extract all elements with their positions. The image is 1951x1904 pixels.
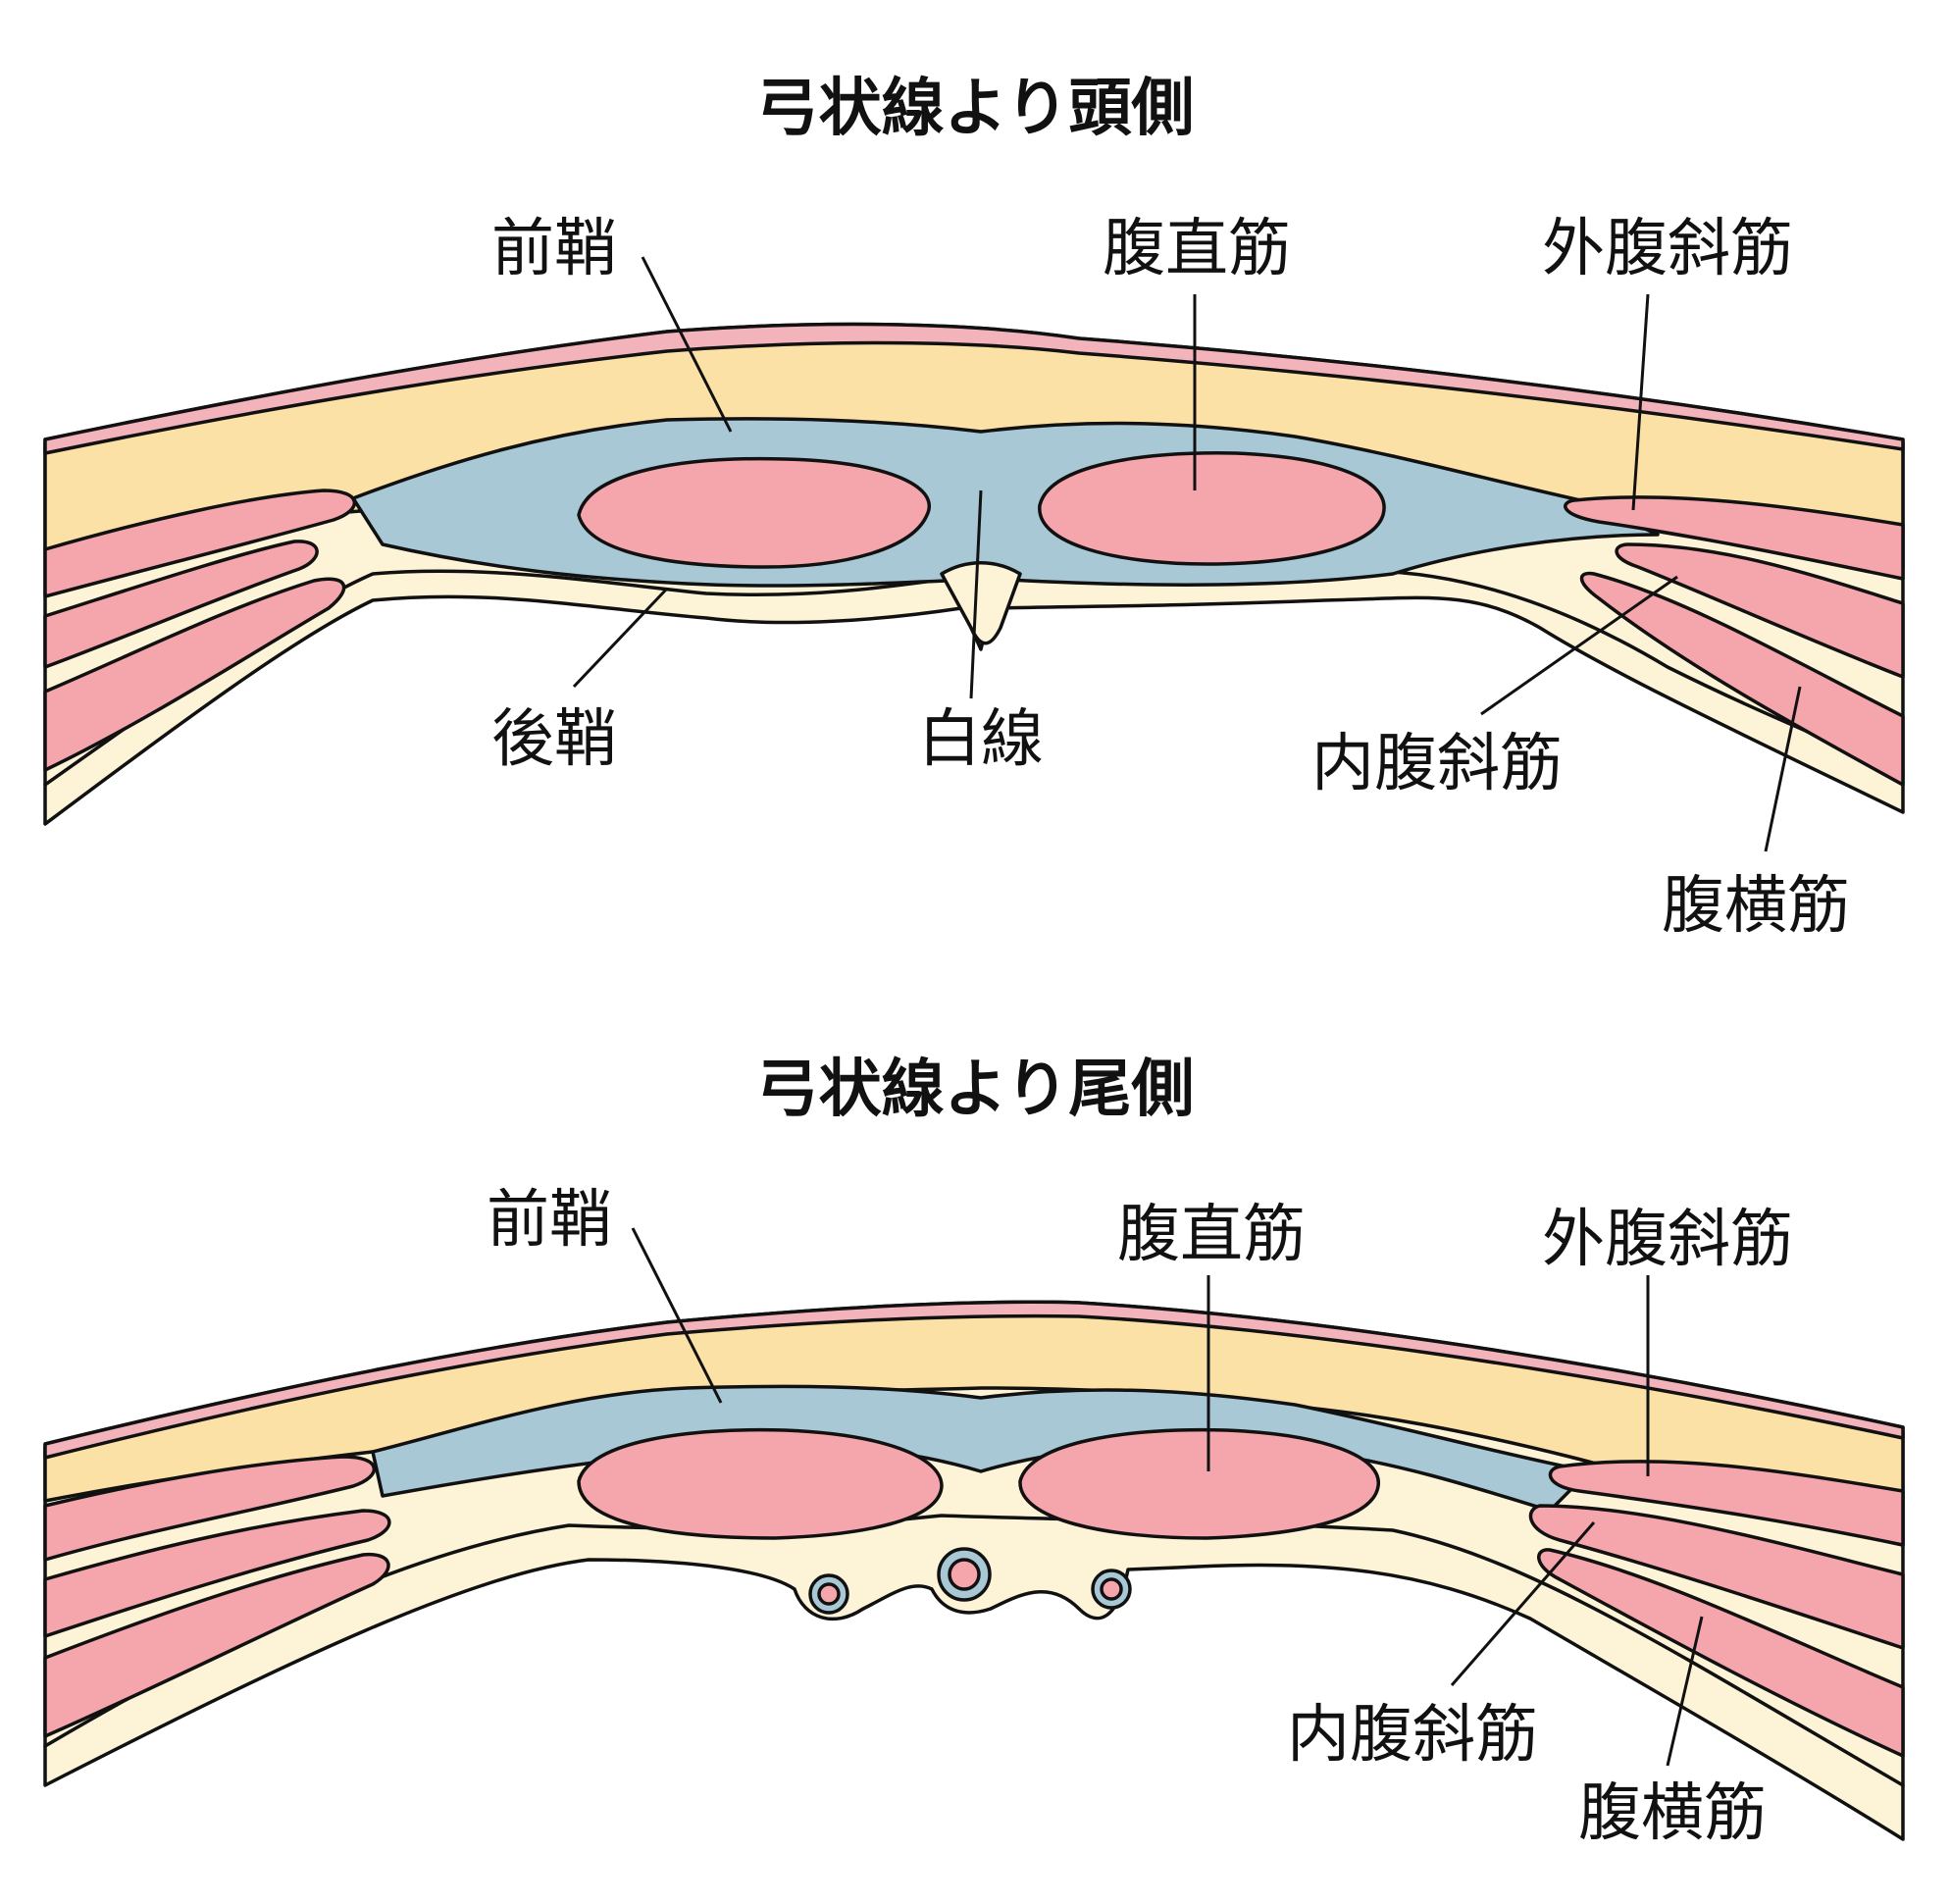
panel-title: 弓状線より頭側 <box>756 73 1195 145</box>
label-transversus-abdominis: 腹横筋 <box>1578 1777 1767 1850</box>
leader-internal-oblique <box>1450 1521 1596 1686</box>
label-external-oblique: 外腹斜筋 <box>1542 1204 1793 1276</box>
leader-lines-cranial <box>572 256 1802 852</box>
leader-external-oblique <box>1631 293 1650 511</box>
peritoneum-layer <box>43 1514 1905 1787</box>
internal-oblique-right <box>1528 1504 1905 1650</box>
transversus-abdominis-right <box>1579 571 1905 787</box>
external-oblique-left <box>43 489 356 598</box>
external-oblique-right <box>1548 1460 1905 1547</box>
label-rectus-abdominis: 腹直筋 <box>1103 213 1291 285</box>
vessel-left-lumen <box>817 1582 841 1606</box>
skin-layer <box>43 322 1905 455</box>
internal-oblique-right <box>1615 542 1905 679</box>
label-linea-alba: 白線 <box>918 703 1044 776</box>
label-external-oblique: 外腹斜筋 <box>1542 213 1793 285</box>
vessel-right-lumen <box>1100 1577 1123 1601</box>
transversus-abdominis-left <box>43 1552 390 1738</box>
linea-alba-tissue <box>940 561 1022 645</box>
labels-cranial: 前鞘 腹直筋 外腹斜筋 後鞘 白線 内腹斜筋 腹横筋 <box>491 213 1850 943</box>
leader-transversus-abdominis <box>1666 1616 1704 1767</box>
panel-cranial: 弓状線より頭側 <box>43 73 1905 943</box>
internal-oblique-left <box>43 1509 391 1638</box>
labels-caudal: 前鞘 腹直筋 外腹斜筋 内腹斜筋 腹横筋 <box>487 1184 1793 1850</box>
skin-layer <box>43 1300 1905 1460</box>
label-transversus-abdominis: 腹横筋 <box>1662 870 1850 943</box>
leader-anterior-sheath <box>641 256 733 433</box>
label-rectus-abdominis: 腹直筋 <box>1117 1199 1306 1271</box>
transversus-abdominis-left <box>43 577 346 772</box>
label-anterior-sheath: 前鞘 <box>491 213 617 285</box>
transversus-abdominis-right <box>1537 1548 1905 1758</box>
panel-title: 弓状線より尾側 <box>756 1054 1195 1126</box>
label-internal-oblique: 内腹斜筋 <box>1287 1699 1538 1772</box>
cross-section-caudal <box>43 1300 1905 1841</box>
cross-section-cranial <box>43 322 1905 826</box>
leader-linea-alba <box>969 489 983 699</box>
rectus-abdominis-left <box>577 1427 944 1540</box>
leader-lines-caudal <box>631 1227 1704 1767</box>
label-anterior-sheath: 前鞘 <box>487 1184 612 1257</box>
panel-caudal: 弓状線より尾側 <box>43 1054 1905 1850</box>
leader-anterior-sheath <box>631 1227 723 1404</box>
external-oblique-left <box>43 1455 376 1562</box>
rectus-abdominis-right <box>1038 451 1386 566</box>
label-internal-oblique: 内腹斜筋 <box>1311 728 1563 800</box>
rectus-abdominis-left <box>577 456 931 569</box>
rectus-abdominis-right <box>1018 1427 1380 1540</box>
internal-oblique-left <box>43 540 319 669</box>
leader-posterior-sheath <box>572 587 669 689</box>
leader-transversus-abdominis <box>1764 686 1802 852</box>
label-posterior-sheath: 後鞘 <box>491 703 617 776</box>
leader-internal-oblique <box>1480 575 1678 716</box>
vessel-center-lumen <box>948 1558 981 1591</box>
external-oblique-right <box>1564 495 1905 581</box>
